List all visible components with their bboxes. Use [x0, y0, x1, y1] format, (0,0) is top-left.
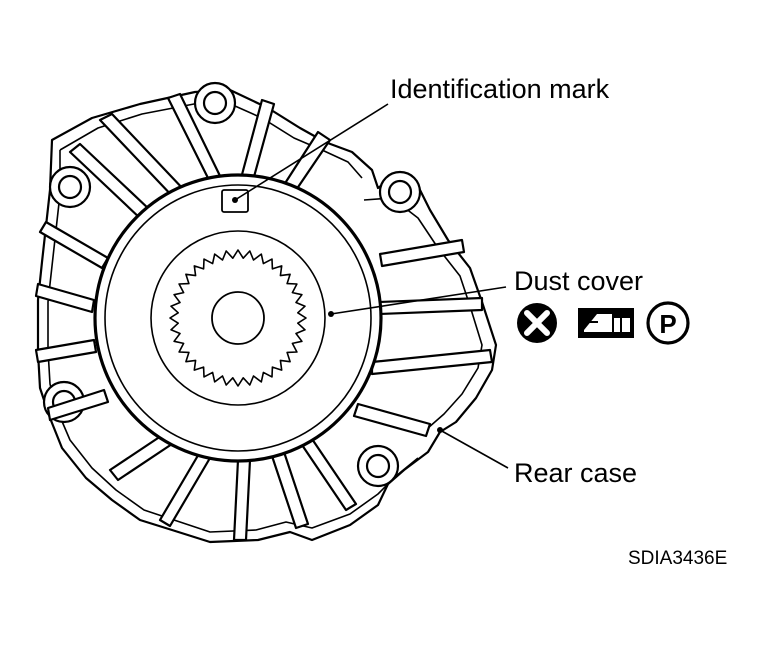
rear-case-label: Rear case [514, 458, 637, 488]
leader-lines [232, 103, 509, 469]
identification-mark-label: Identification mark [390, 74, 610, 104]
dust-cover-label: Dust cover [514, 266, 643, 296]
sealant-icon [578, 308, 634, 338]
parking-icon: P [646, 301, 690, 345]
splined-bore [169, 249, 307, 387]
svg-text:P: P [659, 309, 676, 339]
figure-code: SDIA3436E [628, 548, 727, 569]
bolt-holes [42, 81, 422, 488]
do-not-reuse-icon [517, 303, 557, 343]
dust-cover [93, 173, 383, 463]
